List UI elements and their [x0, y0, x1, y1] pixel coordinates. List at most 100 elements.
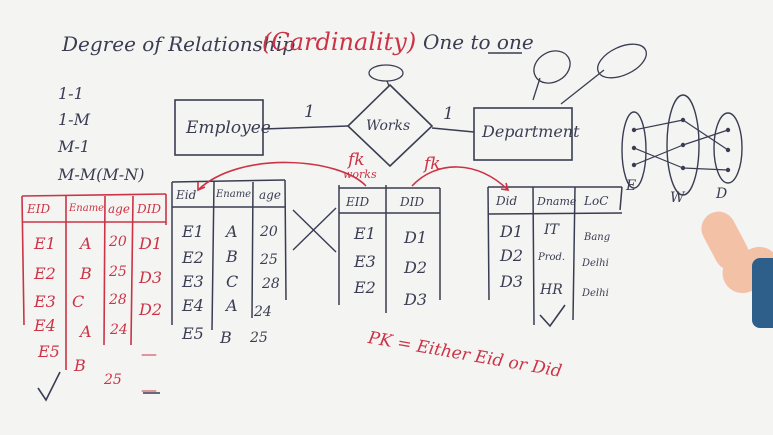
- table-red-cell: —: [141, 380, 157, 399]
- table-employee-cell: 25: [260, 252, 278, 268]
- table-employee-cell: A: [226, 222, 238, 241]
- table-employee-cell: 28: [262, 276, 280, 292]
- table-red-cell: D2: [139, 300, 163, 319]
- table-department-cell: D2: [500, 246, 524, 265]
- attribute-ellipse-works: [368, 64, 404, 82]
- fk-arrows: [197, 161, 510, 192]
- set-label-d: D: [716, 186, 728, 202]
- table-works-cell: E1: [354, 224, 376, 243]
- cross-mark: [292, 207, 337, 253]
- set-ellipse-d: [713, 112, 743, 184]
- table-employee-cell: 25: [250, 330, 268, 346]
- title-cardinality: (Cardinality): [262, 28, 417, 56]
- table-employee-cell: 24: [254, 304, 272, 320]
- table-department-cell: D3: [500, 272, 524, 291]
- table-red-cell: E4: [34, 316, 56, 335]
- set-label-w: W: [670, 190, 685, 206]
- table-works-cell: E3: [354, 252, 376, 271]
- table-red-cell: E3: [34, 292, 56, 311]
- table-red-header-did: DID: [137, 202, 161, 216]
- table-employee-cell: E3: [182, 272, 204, 291]
- ratio-m-m: M-M(M-N): [58, 165, 145, 184]
- attribute-link-dept-2: [560, 69, 605, 105]
- entity-department-label: Department: [482, 122, 580, 141]
- table-employee-header-eid: Eid: [176, 188, 197, 202]
- set-ellipse-e: [621, 111, 647, 189]
- attribute-ellipse-dept-1: [533, 50, 571, 84]
- table-employee-cell: B: [226, 247, 238, 266]
- table-employee-cell: B: [220, 328, 232, 347]
- table-works-cell: E2: [354, 278, 376, 297]
- attribute-link-works: [386, 80, 390, 87]
- table-works-header-eid: EID: [346, 195, 370, 209]
- table-red-cell: C: [72, 292, 85, 311]
- table-department-cell: IT: [544, 222, 559, 238]
- table-department-header-dname: Dname: [537, 195, 577, 208]
- ratio-1-1: 1-1: [58, 84, 84, 103]
- ratio-m-1: M-1: [58, 137, 90, 156]
- entity-employee-label: Employee: [186, 118, 271, 138]
- cardinality-left: 1: [304, 102, 315, 122]
- table-department-cell: HR: [540, 282, 563, 298]
- table-employee-grid: [171, 179, 287, 331]
- fk-label-left: fk: [348, 150, 365, 170]
- cardinality-right: 1: [443, 104, 454, 124]
- checkmark-dept-table: [539, 304, 566, 328]
- er-connector-left: [262, 125, 349, 130]
- table-red-cell: D1: [139, 234, 163, 253]
- entity-department-box: [473, 107, 573, 161]
- attribute-link-dept-1: [532, 77, 541, 101]
- table-red-cell: 25: [109, 264, 127, 280]
- entity-employee-box: [174, 99, 264, 156]
- title-type: One to one: [423, 30, 534, 54]
- table-red-header-eid: EID: [27, 202, 51, 216]
- table-red-cell: E5: [38, 342, 60, 361]
- table-employee-cell: E1: [182, 222, 204, 241]
- table-employee-cell: E4: [182, 296, 204, 315]
- set-ellipse-w: [666, 94, 700, 196]
- table-works-grid: [338, 185, 441, 313]
- table-employee-cell: A: [226, 296, 238, 315]
- table-red-grid: [21, 193, 167, 370]
- table-department-grid: [487, 186, 623, 326]
- table-employee-cell: E5: [182, 324, 204, 343]
- table-employee-cell: E2: [182, 248, 204, 267]
- table-department-header-did: Did: [496, 194, 518, 208]
- table-department-cell: Delhi: [582, 288, 609, 299]
- table-red-header-ename: Ename: [69, 203, 105, 214]
- table-red-cell: —: [141, 344, 157, 363]
- table-red-cell: E1: [34, 234, 56, 253]
- table-red-cell: 25: [104, 372, 122, 388]
- table-works-header-did: DID: [400, 195, 424, 209]
- mapping-lines: [633, 119, 729, 171]
- table-red-cell: 20: [109, 234, 127, 250]
- attribute-ellipse-dept-2: [597, 43, 647, 79]
- table-red-cell: B: [80, 264, 92, 283]
- table-red-cell: E2: [34, 264, 56, 283]
- table-red-cell: 24: [110, 322, 128, 338]
- table-red-cell: A: [80, 234, 92, 253]
- presenter-sleeve: [752, 258, 773, 328]
- table-department-cell: Bang: [584, 232, 611, 243]
- ratio-1-m: 1-M: [58, 110, 90, 129]
- table-red-cell: 28: [109, 292, 127, 308]
- relationship-works-diamond: [346, 83, 434, 168]
- table-red-cell: D3: [139, 268, 163, 287]
- er-connector-right: [431, 127, 475, 133]
- table-works-cell: D1: [404, 228, 428, 247]
- table-red-cell: B: [74, 356, 86, 375]
- table-department-cell: D1: [500, 222, 524, 241]
- table-employee-cell: C: [226, 272, 239, 291]
- table-department-header-loc: LoC: [584, 194, 609, 208]
- table-employee-cell: 20: [260, 224, 278, 240]
- table-employee-header-ename: Ename: [216, 189, 252, 200]
- title-text: Degree of Relationship: [62, 32, 295, 56]
- relationship-works-label: Works: [366, 118, 411, 134]
- table-department-cell: Prod.: [538, 252, 566, 263]
- works-table-label: works: [343, 168, 377, 181]
- table-works-cell: D2: [404, 258, 428, 277]
- fk-label-right: fk: [424, 154, 441, 174]
- table-red-cell: A: [80, 322, 92, 341]
- table-department-cell: Delhi: [582, 258, 609, 269]
